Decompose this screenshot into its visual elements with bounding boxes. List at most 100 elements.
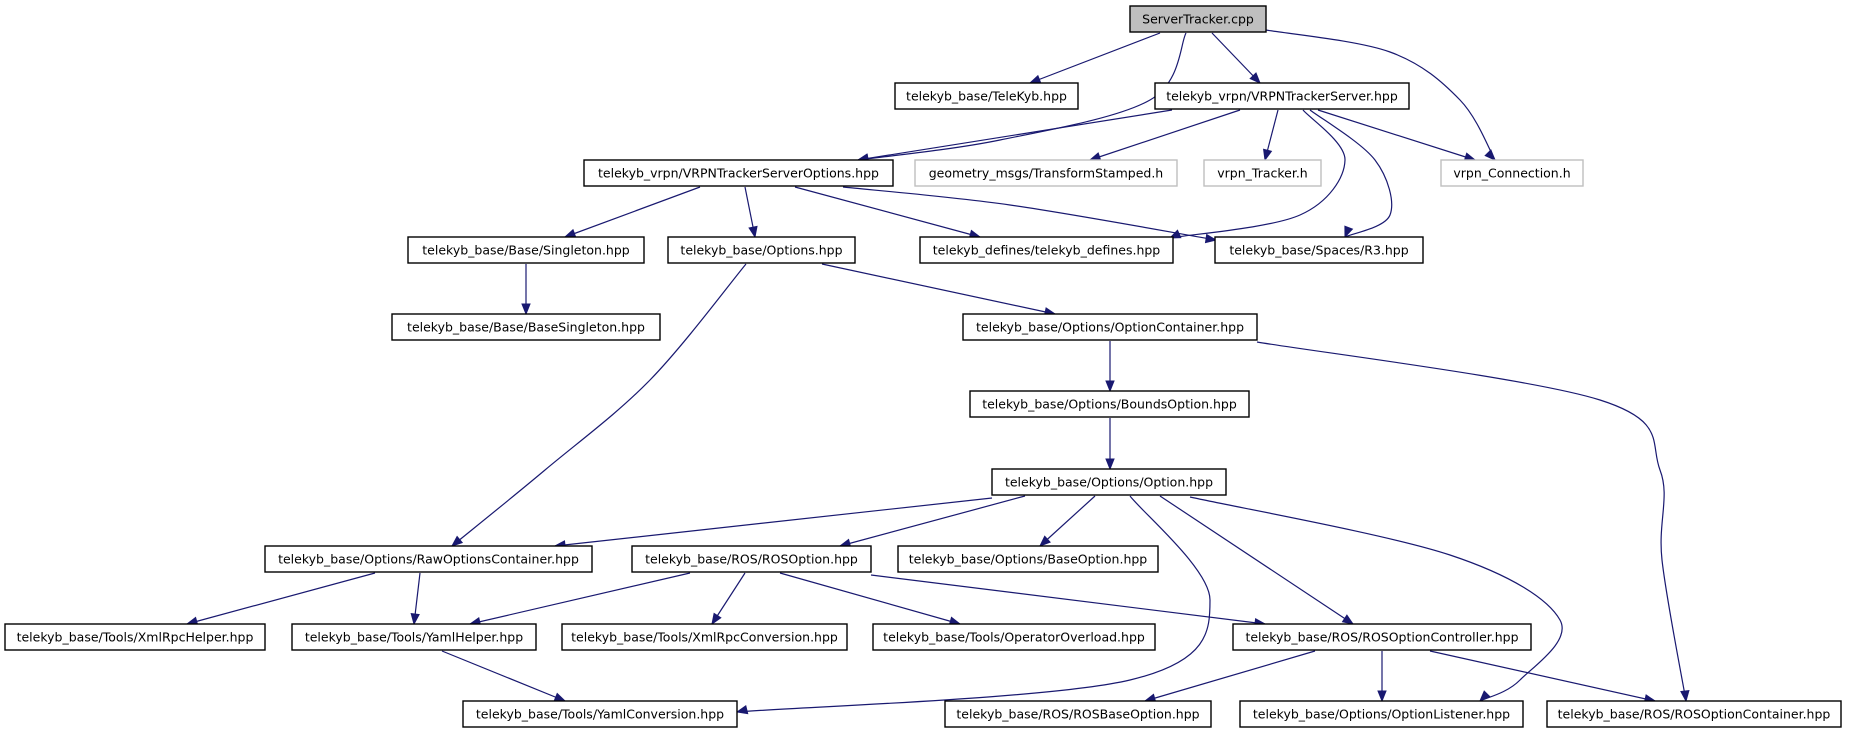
node-label: telekyb_base/Spaces/R3.hpp xyxy=(1229,243,1408,258)
edge-line xyxy=(1039,495,1096,547)
edge-line xyxy=(794,186,981,238)
edge-vrpn_tracker_server_options_hpp-to-options_hpp xyxy=(744,186,758,239)
node-label: telekyb_base/Options.hpp xyxy=(680,243,842,258)
node-box xyxy=(944,700,1212,728)
node-box xyxy=(1440,159,1584,187)
edge-line xyxy=(1169,109,1346,239)
edge-line xyxy=(469,572,691,625)
node-box xyxy=(914,159,1178,187)
node-label: telekyb_base/ROS/ROSOption.hpp xyxy=(645,552,858,567)
node-option-hpp[interactable]: telekyb_base/Options/Option.hpp xyxy=(991,468,1227,496)
node-label: telekyb_base/Options/BaseOption.hpp xyxy=(909,552,1148,567)
node-server-tracker-cpp[interactable]: ServerTracker.cpp xyxy=(1129,5,1267,33)
node-box xyxy=(667,236,856,264)
node-box xyxy=(407,236,645,264)
node-box xyxy=(1232,623,1532,651)
node-box xyxy=(1214,236,1424,264)
node-ros-option-controller-hpp[interactable]: telekyb_base/ROS/ROSOptionController.hpp xyxy=(1232,623,1532,651)
node-box xyxy=(462,700,738,728)
node-label: vrpn_Tracker.h xyxy=(1217,166,1308,181)
node-yaml-conversion-hpp[interactable]: telekyb_base/Tools/YamlConversion.hpp xyxy=(462,700,738,728)
node-box xyxy=(583,159,894,187)
edge-line xyxy=(1256,341,1687,702)
node-bounds-option-hpp[interactable]: telekyb_base/Options/BoundsOption.hpp xyxy=(969,390,1250,418)
node-vrpn-tracker-server-options-hpp[interactable]: telekyb_vrpn/VRPNTrackerServerOptions.hp… xyxy=(583,159,894,187)
edge-line xyxy=(870,574,1266,625)
edge-arrowhead xyxy=(410,613,420,626)
node-label: telekyb_vrpn/VRPNTrackerServer.hpp xyxy=(1166,89,1398,104)
node-label: telekyb_base/Base/BaseSingleton.hpp xyxy=(407,320,645,335)
edge-arrowhead xyxy=(1105,458,1115,471)
edge-option_hpp-to-ros_option_hpp xyxy=(838,495,1026,548)
edge-arrowhead xyxy=(1344,225,1354,239)
node-telekyb-hpp[interactable]: telekyb_base/TeleKyb.hpp xyxy=(894,82,1079,110)
edge-line xyxy=(1089,109,1241,161)
node-ros-option-hpp[interactable]: telekyb_base/ROS/ROSOption.hpp xyxy=(631,545,872,573)
edge-vrpn_tracker_server_hpp-to-vrpn_connection_h xyxy=(1317,109,1477,162)
node-box xyxy=(969,390,1250,418)
node-label: geometry_msgs/TransformStamped.h xyxy=(929,166,1163,181)
edge-arrowhead xyxy=(748,225,758,239)
node-ros-base-option-hpp[interactable]: telekyb_base/ROS/ROSBaseOption.hpp xyxy=(944,700,1212,728)
edge-arrowhead xyxy=(1105,380,1115,393)
edge-option_hpp-to-raw_options_container_hpp xyxy=(553,497,993,550)
node-xml-rpc-conversion-hpp[interactable]: telekyb_base/Tools/XmlRpcConversion.hpp xyxy=(561,623,848,651)
edge-line xyxy=(554,497,993,547)
edge-arrowhead xyxy=(521,303,531,316)
edge-vrpn_tracker_server_hpp-to-vrpn_tracker_h xyxy=(1263,109,1279,162)
edge-line xyxy=(1159,495,1354,625)
node-box xyxy=(897,545,1159,573)
node-label: telekyb_base/Options/OptionContainer.hpp xyxy=(976,320,1244,335)
edge-line xyxy=(441,650,566,702)
node-box xyxy=(1546,700,1842,728)
node-label: telekyb_base/Tools/XmlRpcHelper.hpp xyxy=(17,630,254,645)
node-option-listener-hpp[interactable]: telekyb_base/Options/OptionListener.hpp xyxy=(1239,700,1524,728)
edge-server_tracker_cpp-to-vrpn_connection_h xyxy=(1265,29,1496,161)
node-xml-rpc-helper-hpp[interactable]: telekyb_base/Tools/XmlRpcHelper.hpp xyxy=(4,623,266,651)
node-label: telekyb_vrpn/VRPNTrackerServerOptions.hp… xyxy=(598,166,879,181)
node-label: telekyb_base/Tools/XmlRpcConversion.hpp xyxy=(571,630,838,645)
nodes-layer: ServerTracker.cpp telekyb_base/TeleKyb.hp… xyxy=(4,5,1842,728)
node-option-container-hpp[interactable]: telekyb_base/Options/OptionContainer.hpp xyxy=(962,313,1258,341)
node-ros-option-container-hpp[interactable]: telekyb_base/ROS/ROSOptionContainer.hpp xyxy=(1546,700,1842,728)
node-raw-options-container-hpp[interactable]: telekyb_base/Options/RawOptionsContainer… xyxy=(264,545,593,573)
node-label: vrpn_Connection.h xyxy=(1453,166,1570,181)
edge-arrowhead xyxy=(450,535,464,547)
node-telekyb-defines-hpp[interactable]: telekyb_defines/telekyb_defines.hpp xyxy=(919,236,1174,264)
edge-option_hpp-to-yaml_conversion_hpp xyxy=(735,495,1211,715)
edge-line xyxy=(564,186,701,238)
node-vrpn-tracker-server-hpp[interactable]: telekyb_vrpn/VRPNTrackerServer.hpp xyxy=(1154,82,1410,110)
node-label: telekyb_base/ROS/ROSOptionContainer.hpp xyxy=(1558,707,1831,722)
node-r3-hpp[interactable]: telekyb_base/Spaces/R3.hpp xyxy=(1214,236,1424,264)
edge-line xyxy=(1029,32,1161,84)
node-operator-overload-hpp[interactable]: telekyb_base/Tools/OperatorOverload.hpp xyxy=(872,623,1156,651)
edge-arrowhead xyxy=(1249,72,1261,84)
edge-arrowhead xyxy=(1204,233,1218,244)
node-box xyxy=(1129,5,1267,33)
edge-line xyxy=(1429,650,1656,702)
node-options-hpp[interactable]: telekyb_base/Options.hpp xyxy=(667,236,856,264)
edge-option_hpp-to-base_option_hpp xyxy=(1039,495,1096,547)
node-label: telekyb_base/Options/OptionListener.hpp xyxy=(1253,707,1510,722)
edge-ros_option_hpp-to-yaml_helper_hpp xyxy=(468,572,691,627)
edges-layer xyxy=(185,29,1690,715)
node-box xyxy=(561,623,848,651)
node-vrpn-tracker-h[interactable]: vrpn_Tracker.h xyxy=(1203,159,1322,187)
node-label: telekyb_base/Tools/YamlHelper.hpp xyxy=(305,630,523,645)
node-transform-stamped-h[interactable]: geometry_msgs/TransformStamped.h xyxy=(914,159,1178,187)
edge-arrowhead xyxy=(553,692,567,702)
node-label: telekyb_base/ROS/ROSOptionController.hpp xyxy=(1245,630,1518,645)
edge-option_hpp-to-option_listener_hpp xyxy=(1189,496,1563,702)
edge-server_tracker_cpp-to-telekyb_hpp xyxy=(1028,32,1161,84)
edge-line xyxy=(736,495,1211,713)
node-label: telekyb_base/Base/Singleton.hpp xyxy=(422,243,630,258)
edge-arrowhead xyxy=(1680,690,1690,703)
node-yaml-helper-hpp[interactable]: telekyb_base/Tools/YamlHelper.hpp xyxy=(291,623,537,651)
edge-arrowhead xyxy=(1479,690,1491,702)
node-base-singleton-hpp[interactable]: telekyb_base/Base/BaseSingleton.hpp xyxy=(391,313,661,341)
edge-line xyxy=(186,572,376,625)
node-base-option-hpp[interactable]: telekyb_base/Options/BaseOption.hpp xyxy=(897,545,1159,573)
node-singleton-hpp[interactable]: telekyb_base/Base/Singleton.hpp xyxy=(407,236,645,264)
node-label: telekyb_base/Options/BoundsOption.hpp xyxy=(982,397,1237,412)
node-vrpn-connection-h[interactable]: vrpn_Connection.h xyxy=(1440,159,1584,187)
